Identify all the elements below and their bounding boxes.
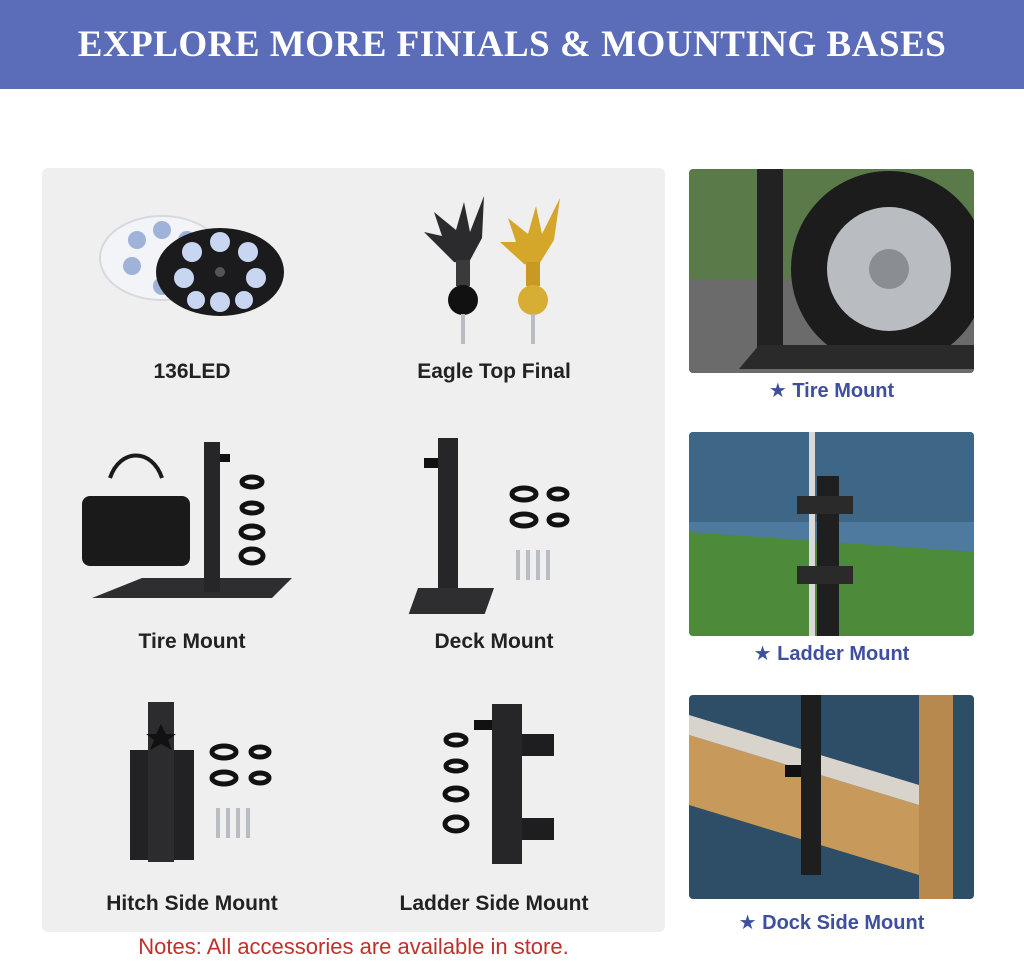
- led-light-icon: [99, 215, 284, 316]
- product-deck-mount[interactable]: Deck Mount: [344, 438, 644, 658]
- products-panel: 136LED Eagle Top Final: [42, 168, 665, 932]
- product-tire-mount[interactable]: Tire Mount: [42, 438, 342, 658]
- product-hitch-side-mount[interactable]: Hitch Side Mount: [42, 700, 342, 920]
- hitch-mount-icon: [130, 702, 272, 862]
- eagle-finial-icon: [424, 196, 560, 344]
- product-label: Ladder Side Mount: [399, 892, 589, 915]
- caption-ladder-mount: ★ Ladder Mount: [753, 643, 910, 665]
- photo-tire-mount: [689, 169, 974, 373]
- ladder-mount-icon: [442, 704, 554, 864]
- product-label: Tire Mount: [138, 630, 246, 653]
- product-eagle-top-final[interactable]: Eagle Top Final: [344, 192, 644, 398]
- product-ladder-side-mount[interactable]: Ladder Side Mount: [344, 700, 644, 920]
- header-banner: EXPLORE MORE FINIALS & MOUNTING BASES: [0, 0, 1024, 89]
- banner-title: EXPLORE MORE FINIALS & MOUNTING BASES: [77, 24, 947, 65]
- tire-mount-icon: [82, 442, 292, 598]
- product-136led[interactable]: 136LED: [42, 208, 342, 398]
- photo-dock-side-mount: [689, 695, 974, 899]
- product-label: 136LED: [153, 360, 231, 383]
- deck-mount-icon: [408, 438, 570, 614]
- caption-dock-side-mount: ★ Dock Side Mount: [738, 912, 925, 934]
- caption-tire-mount: ★ Tire Mount: [768, 380, 895, 402]
- product-label: Deck Mount: [434, 630, 554, 653]
- product-label: Eagle Top Final: [417, 360, 571, 383]
- photo-ladder-mount: [689, 432, 974, 636]
- accessories-note: Notes: All accessories are available in …: [138, 934, 569, 959]
- product-label: Hitch Side Mount: [106, 892, 278, 915]
